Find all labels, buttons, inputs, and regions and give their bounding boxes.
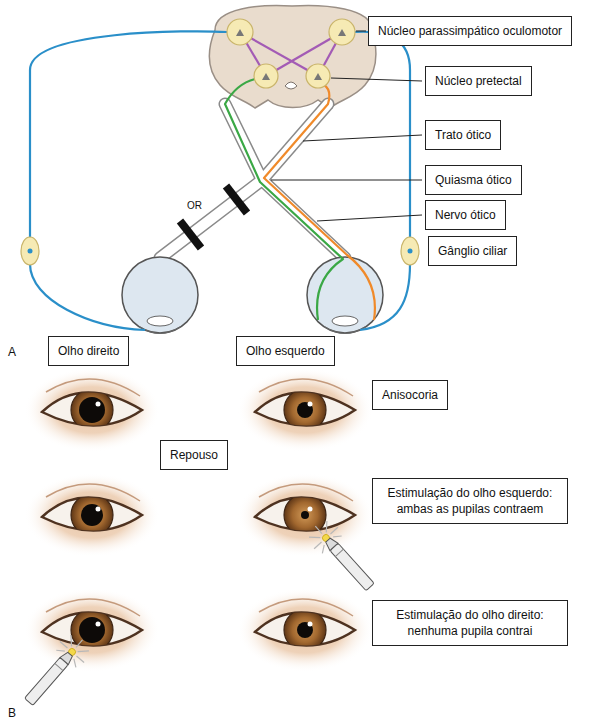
efferent-fibres	[30, 31, 410, 330]
ganglion-marks	[28, 249, 413, 254]
label-text: Estimulação do olho esquerdo: ambas as p…	[382, 485, 558, 517]
label-box: Anisocoria	[372, 380, 448, 410]
label-box: Estimulação do olho esquerdo: ambas as p…	[372, 478, 568, 524]
label-text: Nervo ótico	[435, 207, 496, 223]
afferent-fibres	[225, 79, 375, 320]
label-box: Núcleo parassimpático oculomotor	[368, 16, 572, 46]
label-text: Gânglio ciliar	[438, 243, 507, 259]
midbrain-section	[210, 6, 376, 108]
ciliary-ganglion	[21, 237, 419, 265]
label-text: Estimulação do olho direito: nenhuma pup…	[382, 607, 558, 639]
label-box: Estimulação do olho direito: nenhuma pup…	[372, 600, 568, 646]
synapse-marks	[236, 29, 346, 80]
brainstem-nuclei	[227, 19, 355, 88]
pupil	[79, 397, 313, 643]
label-box: Trato ótico	[425, 120, 501, 150]
label-box: Núcleo pretectal	[425, 66, 532, 96]
label-box: Quiasma ótico	[425, 165, 522, 195]
label-text: Olho esquerdo	[246, 343, 325, 359]
label-text: Núcleo pretectal	[435, 73, 522, 89]
corneal-reflex	[96, 402, 313, 627]
label-text: Repouso	[170, 447, 218, 463]
penlight	[17, 515, 382, 712]
label-text: Quiasma ótico	[435, 172, 512, 188]
panel-letter: A	[8, 345, 16, 359]
eye-illustration	[24, 368, 373, 672]
label-text: Trato ótico	[435, 127, 491, 143]
panel-letter: B	[8, 706, 16, 720]
label-box: Gânglio ciliar	[428, 236, 517, 266]
eyeball-schematic	[122, 257, 383, 334]
label-text: Anisocoria	[382, 387, 438, 403]
label-box: Nervo ótico	[425, 200, 506, 230]
label-text: Olho direito	[58, 343, 119, 359]
label-text: Núcleo parassimpático oculomotor	[378, 23, 562, 39]
label-box: Olho direito	[48, 336, 129, 366]
lesion-bar	[180, 186, 247, 248]
label-box: Repouso	[160, 440, 228, 470]
label-box: Olho esquerdo	[236, 336, 335, 366]
leader-line	[271, 31, 422, 221]
alternative-marker: OR	[187, 199, 202, 213]
